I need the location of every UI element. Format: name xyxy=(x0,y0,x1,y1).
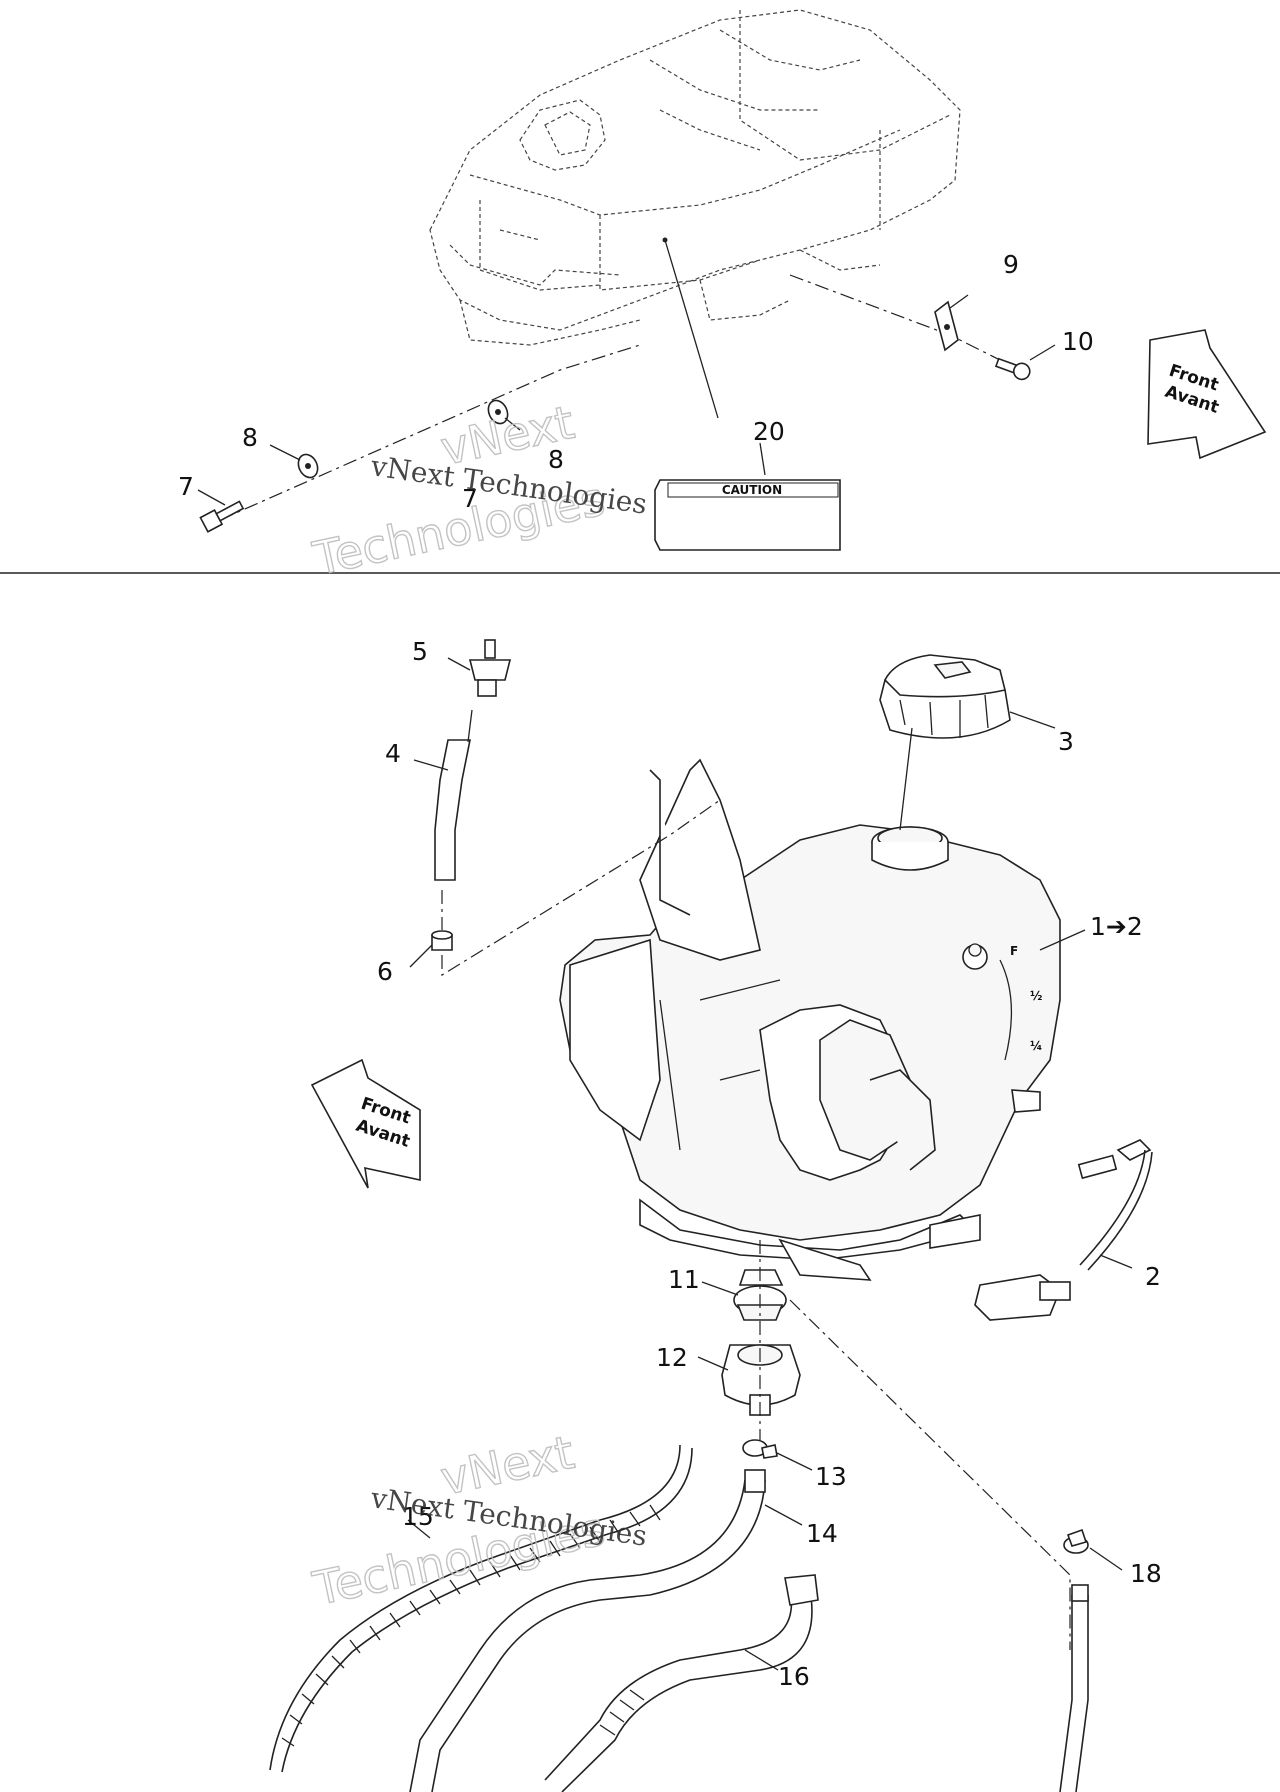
callout-8-right: 8 xyxy=(548,445,564,474)
gauge-mark-f: F xyxy=(1010,944,1018,958)
gauge-mark-quarter: ¼ xyxy=(1030,1039,1042,1053)
watermark-top: vNext Technologies vNext Technologies xyxy=(307,394,649,586)
leader-20-to-tank xyxy=(664,239,719,419)
hardware-axis-9-10 xyxy=(789,274,1021,371)
callout-numbers: 7 8 8 7 9 10 20 5 4 6 3 1➔2 2 11 12 13 1… xyxy=(178,250,1162,1691)
watermark-bottom: vNext Technologies vNext Technologies xyxy=(307,1424,649,1616)
oil-tank-1: F ½ ¼ xyxy=(559,758,1061,1281)
callout-16: 16 xyxy=(778,1662,810,1691)
return-hose-18 xyxy=(1059,1584,1089,1792)
fitting-6 xyxy=(431,930,453,951)
caution-label-20: CAUTION xyxy=(654,479,841,551)
callout-5: 5 xyxy=(412,637,428,666)
front-arrow-left: Front Avant xyxy=(310,1058,421,1189)
vent-route-dash xyxy=(441,799,721,977)
callout-12: 12 xyxy=(656,1343,688,1372)
callout-6: 6 xyxy=(377,957,393,986)
callout-14: 14 xyxy=(806,1519,838,1548)
front-arrow-top: Front Avant xyxy=(1147,329,1267,460)
return-route-dash xyxy=(789,1299,1071,1650)
callout-13: 13 xyxy=(815,1462,847,1491)
check-valve-5 xyxy=(468,639,512,697)
filter-12 xyxy=(721,1344,801,1416)
gauge-mark-half: ½ xyxy=(1030,989,1042,1003)
caution-label-text: CAUTION xyxy=(722,483,782,497)
clip-9-icon xyxy=(934,300,959,352)
bolt-7-icon xyxy=(199,500,245,533)
callout-leaders xyxy=(197,294,1133,1671)
clamp-13 xyxy=(742,1439,778,1459)
hose-14 xyxy=(409,1469,766,1792)
callout-1-to-2: 1➔2 xyxy=(1090,912,1143,941)
callout-7-mid: 7 xyxy=(462,484,478,513)
clamp-18 xyxy=(1063,1528,1089,1554)
callout-7-bottom: 7 xyxy=(178,472,194,501)
callout-4: 4 xyxy=(385,739,401,768)
frame-phantom-assembly xyxy=(429,9,961,346)
hardware-axis-7-8 xyxy=(219,344,641,521)
callout-10: 10 xyxy=(1062,327,1094,356)
callout-15: 15 xyxy=(402,1502,434,1531)
callout-9: 9 xyxy=(1003,250,1019,279)
washer-8-icon xyxy=(297,399,509,479)
callout-2: 2 xyxy=(1145,1262,1161,1291)
hose-16 xyxy=(544,1574,819,1792)
filler-cap-3 xyxy=(879,654,1011,739)
vent-hose-4 xyxy=(434,709,473,881)
callout-11: 11 xyxy=(668,1265,700,1294)
callout-18: 18 xyxy=(1130,1559,1162,1588)
level-sensor-2 xyxy=(974,1139,1153,1321)
callout-3: 3 xyxy=(1058,727,1074,756)
screw-10-icon xyxy=(994,357,1031,381)
callout-8-left: 8 xyxy=(242,423,258,452)
callout-20: 20 xyxy=(753,417,785,446)
spring-hose-15 xyxy=(269,1444,693,1773)
